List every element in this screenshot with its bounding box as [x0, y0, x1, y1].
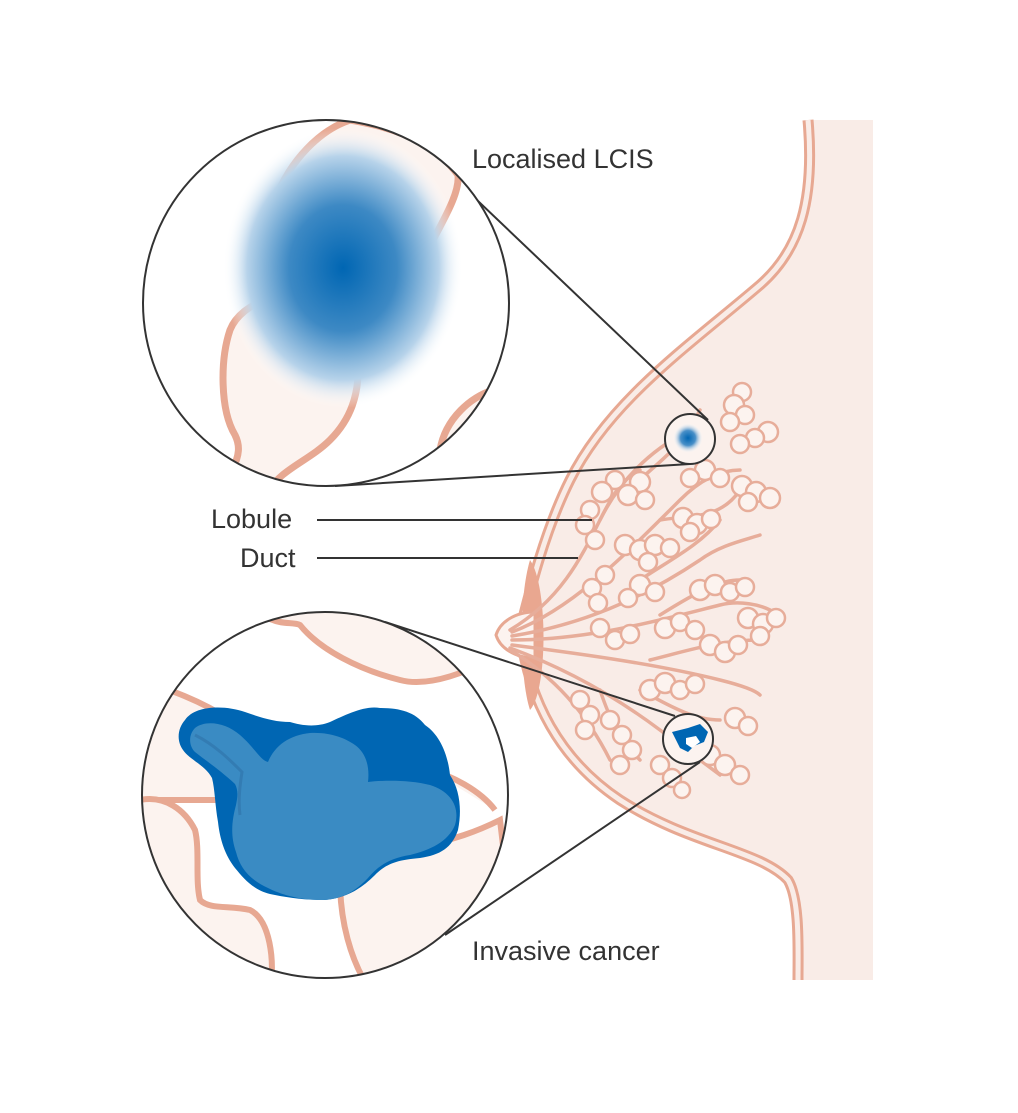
lobule: [613, 533, 681, 573]
zoom-leader-line: [384, 621, 676, 717]
lobule: [653, 611, 706, 641]
invasive-cancer-label: Invasive cancer: [472, 936, 660, 966]
lcis-zoom-view: [142, 119, 510, 487]
lobule: [736, 606, 787, 647]
lobule: [719, 381, 756, 433]
lobule: [730, 474, 782, 513]
invasive-tumour-outline: [194, 733, 244, 816]
lobule: [589, 617, 641, 651]
duct-label: Duct: [240, 543, 296, 573]
zoom-leader-line: [334, 463, 691, 487]
lobule: [723, 706, 759, 737]
breast-fill: [520, 120, 873, 980]
lcis-location-marker: [664, 413, 716, 465]
invasive-location-marker: [662, 713, 714, 765]
lobule: [688, 573, 756, 603]
invasive-zoom-view: [141, 611, 509, 979]
lobule: [671, 506, 722, 543]
lobule-label: Lobule: [211, 504, 293, 534]
zoom-circle-border: [141, 611, 509, 979]
lcis-cells: [223, 128, 463, 408]
duct: [510, 643, 762, 697]
leader-lines: [317, 181, 709, 936]
zoom-leader-line: [444, 761, 701, 936]
lobule: [569, 689, 601, 741]
duct: [510, 601, 772, 642]
lobule: [679, 458, 731, 489]
lobule: [590, 469, 656, 511]
lobule: [698, 633, 749, 664]
localised-lcis-label: Localised LCIS: [472, 144, 654, 174]
zoom-circle-border: [142, 119, 510, 487]
lobule: [729, 420, 780, 455]
lobule: [638, 671, 706, 702]
lobule: [581, 564, 616, 614]
lobule: [617, 573, 666, 609]
duct: [510, 533, 762, 638]
invasive-tumour-light: [190, 723, 457, 900]
lobule-clusters: [569, 381, 787, 800]
zoom-leader-line: [457, 181, 709, 421]
lobule: [698, 743, 751, 786]
lobule: [599, 709, 643, 776]
lobule: [649, 754, 692, 800]
